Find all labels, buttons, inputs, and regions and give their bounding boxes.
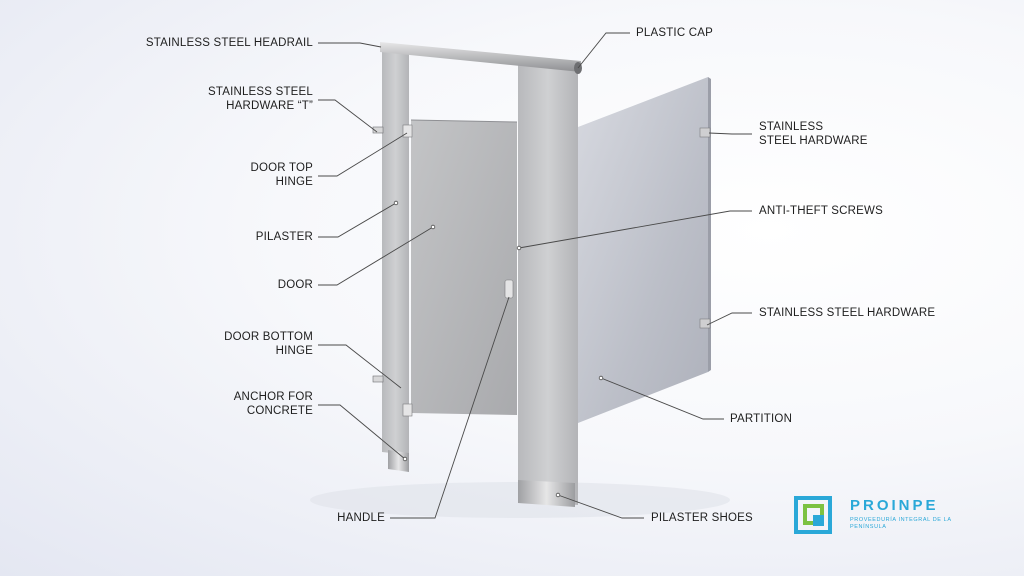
- label-door-top-hinge-line2: HINGE: [275, 176, 313, 188]
- logo-tagline: PROVEEDURÍA INTEGRAL DE LA PENÍNSULA: [850, 517, 952, 530]
- label-partition: PARTITION: [730, 412, 792, 426]
- label-partition-text: PARTITION: [730, 413, 793, 425]
- leader-door: [318, 226, 434, 286]
- dot-anchor: [402, 456, 408, 462]
- leader-anchor: [318, 404, 406, 460]
- label-handle-text: HANDLE: [337, 512, 385, 524]
- label-pilaster-text: PILASTER: [255, 231, 313, 243]
- logo-name: PROINPE: [850, 497, 939, 514]
- leader-hardware-t: [318, 99, 378, 133]
- left-pilaster-shoe: [388, 450, 409, 472]
- label-ss-hardware-bottom-text: STAINLESS STEEL HARDWARE: [759, 307, 936, 319]
- headrail: [380, 42, 581, 72]
- label-anchor-line2: CONCRETE: [246, 405, 313, 417]
- label-anchor-line1: ANCHOR FOR: [233, 391, 313, 403]
- leader-pilaster-shoes: [557, 494, 644, 519]
- dot-pilaster: [393, 200, 399, 206]
- label-anti-theft: ANTI-THEFT SCREWS: [759, 204, 883, 218]
- label-ss-hardware-bottom: STAINLESS STEEL HARDWARE: [759, 306, 935, 320]
- right-pilaster: [518, 59, 578, 505]
- leader-ss-hardware-bottom: [706, 312, 752, 326]
- label-hardware-t: STAINLESS STEEL HARDWARE “T”: [130, 85, 313, 113]
- logo-core: [813, 515, 824, 526]
- logo-outer-square: [794, 496, 832, 534]
- label-anchor: ANCHOR FOR CONCRETE: [130, 390, 313, 418]
- partition-edge: [708, 77, 711, 372]
- leader-headrail: [318, 42, 382, 48]
- leader-plastic-cap: [577, 32, 630, 69]
- leader-ss-hardware-top: [708, 132, 752, 135]
- leader-lines: [318, 32, 752, 519]
- label-hardware-t-line1: STAINLESS STEEL: [207, 86, 313, 98]
- leader-dots: [393, 200, 604, 498]
- leader-handle: [390, 296, 510, 519]
- door-bottom-hinge: [402, 403, 413, 417]
- proinpe-logo-icon: [794, 496, 832, 534]
- partition-panel: [578, 77, 708, 423]
- label-headrail-text: STAINLESS STEEL HEADRAIL: [145, 37, 313, 49]
- label-ss-hardware-top: STAINLESS STEEL HARDWARE: [759, 120, 868, 148]
- label-pilaster-shoes: PILASTER SHOES: [651, 511, 753, 525]
- leader-door-top-hinge: [318, 132, 408, 177]
- dot-partition: [598, 375, 604, 381]
- label-pilaster-shoes-text: PILASTER SHOES: [651, 512, 753, 524]
- label-plastic-cap: PLASTIC CAP: [636, 26, 713, 40]
- label-door-top-hinge: DOOR TOP HINGE: [130, 161, 313, 189]
- label-plastic-cap-text: PLASTIC CAP: [636, 27, 713, 39]
- label-ss-hardware-top-line1: STAINLESS: [759, 121, 824, 133]
- hardware-t-bottom: [372, 375, 384, 383]
- leader-anti-theft: [518, 210, 752, 249]
- label-door-top-hinge-line1: DOOR TOP: [250, 162, 313, 174]
- leader-pilaster: [318, 202, 397, 238]
- dot-pilaster-shoes: [555, 492, 561, 498]
- leader-door-bottom-hinge: [318, 344, 402, 389]
- door-handle: [504, 279, 514, 299]
- door-top-hinge: [402, 124, 413, 138]
- label-door-bottom-hinge: DOOR BOTTOM HINGE: [130, 330, 313, 358]
- partition-hardware-bottom: [699, 318, 711, 329]
- label-headrail: STAINLESS STEEL HEADRAIL: [130, 36, 313, 50]
- dot-door: [430, 224, 436, 230]
- label-door-bottom-hinge-line2: HINGE: [275, 345, 313, 357]
- partition-hardware-top: [699, 127, 711, 138]
- door-top-edge: [410, 119, 518, 123]
- label-pilaster: PILASTER: [130, 230, 313, 244]
- label-ss-hardware-top-line2: STEEL HARDWARE: [759, 135, 868, 147]
- left-pilaster: [382, 48, 409, 455]
- label-anti-theft-text: ANTI-THEFT SCREWS: [759, 205, 883, 217]
- right-pilaster-shoe: [518, 480, 575, 507]
- label-door: DOOR: [130, 278, 313, 292]
- dot-anti-theft: [516, 245, 522, 251]
- label-hardware-t-line2: HARDWARE “T”: [226, 100, 313, 112]
- hardware-t-top: [372, 126, 384, 134]
- label-door-text: DOOR: [277, 279, 313, 291]
- door-panel: [411, 120, 517, 415]
- label-handle: HANDLE: [200, 511, 385, 525]
- label-door-bottom-hinge-line1: DOOR BOTTOM: [224, 331, 313, 343]
- leader-partition: [600, 377, 724, 420]
